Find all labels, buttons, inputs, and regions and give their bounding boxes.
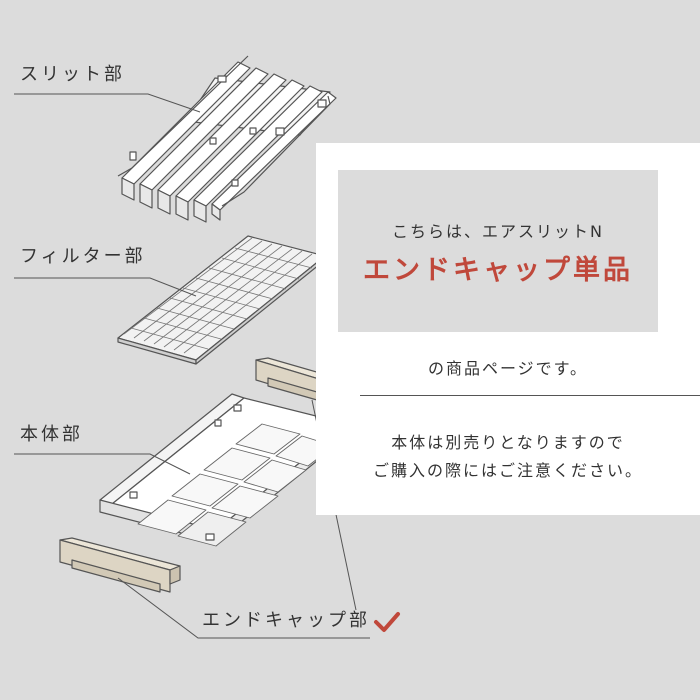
notice-warning-line2: ご購入の際にはご注意ください。: [372, 461, 643, 480]
notice-product-name: エンドキャップ単品: [363, 255, 633, 286]
label-endcap-part: エンドキャップ部: [202, 610, 370, 631]
body-part: [99, 393, 349, 547]
notice-highlight-box: こちらは、エアスリットN エンドキャップ単品: [338, 170, 658, 332]
notice-intro: こちらは、エアスリットN: [392, 222, 604, 241]
notice-divider: [360, 395, 700, 396]
notice-card: こちらは、エアスリットN エンドキャップ単品 の商品ページです。 本体は別売りと…: [316, 143, 700, 515]
label-filter-part: フィルター部: [20, 246, 146, 267]
label-slit-part: スリット部: [20, 64, 125, 85]
endcap-part-lower: [59, 537, 181, 593]
label-body-part: 本体部: [20, 424, 83, 445]
filter-part: [117, 235, 326, 365]
check-icon: [374, 612, 400, 632]
notice-warning-line1: 本体は別売りとなりますので: [391, 433, 625, 452]
slit-part: [117, 55, 337, 223]
notice-page-note: の商品ページです。: [427, 359, 589, 378]
